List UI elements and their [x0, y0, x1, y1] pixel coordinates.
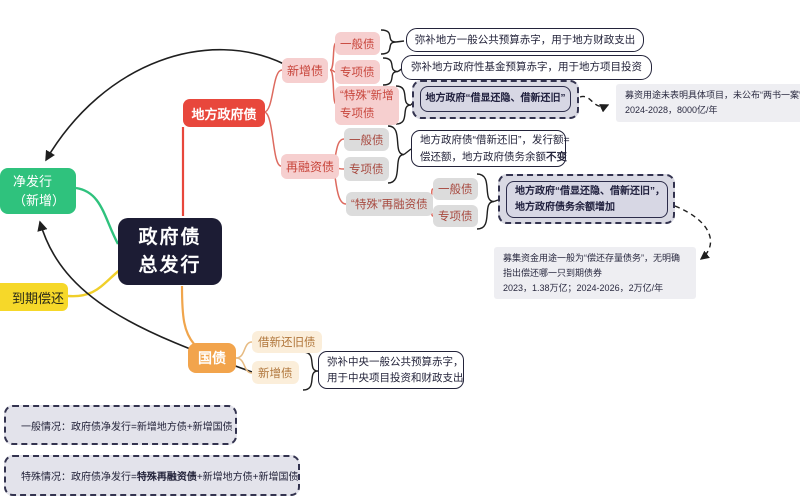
dashed-box-special-refi-label: 地方政府“借显还隐、借新还旧”， 地方政府债务余额增加	[506, 181, 668, 218]
dashed-arrow-d1-g1	[579, 95, 610, 113]
edge-local-newdebt	[263, 69, 283, 113]
infobox-special-refi-line3: 2023，1.38万亿；2024-2026，2万亿/年	[503, 282, 664, 293]
node-net-issuance-line2: （新增）	[13, 193, 66, 208]
edge-net-center	[75, 186, 120, 245]
infobox-special-refi-line1: 募集资金用途一般为“偿还存量债务”，无明确	[503, 253, 680, 263]
node-net-issuance-line1: 净发行	[13, 173, 53, 189]
annotation-rollover-line1: 地方政府债“借新还旧”，发行额=	[420, 134, 570, 147]
node-local-gov-debt: 地方政府债	[183, 99, 265, 127]
node-general-bond-srefi: 一般债	[433, 178, 478, 200]
annotation-local-special: 弥补地方政府性基金预算赤字，用于地方项目投资	[401, 55, 652, 80]
node-general-bond-new: 一般债	[335, 32, 380, 55]
node-treasury-bond: 国债	[188, 343, 236, 373]
dashed-special-refi-line2-bold: 增加	[595, 201, 615, 213]
annotation-rollover-effect: 地方政府债“借新还旧”，发行额= 偿还额，地方政府债务余额不变	[411, 130, 570, 167]
node-special-new-line1: “特殊”新增	[340, 90, 394, 103]
node-maturity-repayment: 到期偿还	[0, 283, 68, 311]
infobox-special-refi-funding: 募集资金用途一般为“偿还存量债务”，无明确 指出偿还哪一只到期债券 2023，1…	[494, 247, 696, 299]
brace-specialrefi-pair	[476, 173, 499, 230]
annotation-central-line1: 弥补中央一般公共预算赤字，	[327, 355, 464, 368]
node-net-issuance: 净发行 （新增）	[0, 168, 76, 214]
annotation-rollover-line2-text: 偿还额，地方政府债务余额	[420, 150, 546, 163]
node-general-bond-refi: 一般债	[344, 128, 389, 151]
note-general-case: 一般情况：政府债净发行=新增地方债+新增国债	[4, 405, 237, 445]
node-special-bond-new: 专项债	[335, 60, 380, 84]
note-special-case: 特殊情况：政府债净发行=特殊再融资债+新增地方债+新增国债	[4, 455, 300, 496]
node-new-debt: 新增债	[282, 58, 329, 83]
dashed-special-refi-line1: 地方政府“借显还隐、借新还旧”，	[515, 185, 665, 197]
node-special-bond-srefi: 专项债	[433, 205, 478, 227]
edge-treasury-newnational	[235, 357, 253, 374]
edge-treasury-rollover	[235, 341, 253, 359]
node-total-issuance-line2: 总发行	[138, 254, 202, 276]
note-special-case-bold: 特殊再融资债	[136, 472, 197, 483]
note-special-case-post: +新增地方债+新增国债	[196, 472, 299, 483]
node-special-new-line2: 专项债	[340, 107, 375, 120]
edge-center-treasury	[180, 285, 195, 345]
dashed-box-special-new-label: 地方政府“借显还隐、借新还旧”	[420, 86, 571, 112]
edge-local-refinancing	[263, 111, 282, 167]
node-special-refinancing-bond: “特殊”再融资债	[346, 192, 433, 216]
annotation-central-budget: 弥补中央一般公共预算赤字， 用于中央项目投资和财政支出	[318, 351, 464, 389]
node-new-national-bond: 新增债	[252, 361, 299, 384]
brace-general-new	[380, 29, 405, 55]
infobox-special-refi-line2: 指出偿还哪一只到期债券	[503, 267, 603, 278]
note-special-case-pre: 特殊情况：政府债净发行=	[21, 472, 137, 483]
infobox-special-new-line1: 募资用途未表明具体项目，未公布“两书一案”	[625, 90, 800, 100]
infobox-special-new-line2: 2024-2028，8000亿/年	[625, 104, 718, 115]
dashed-special-refi-line2-text: 地方政府债务余额	[515, 201, 595, 213]
edge-maturity-center	[67, 268, 122, 298]
dashed-special-refi-line2: 地方政府债务余额增加	[515, 200, 615, 216]
annotation-local-general: 弥补地方一般公共预算赤字，用于地方财政支出	[406, 28, 644, 52]
brace-newnational	[302, 351, 319, 391]
annotation-central-line2: 用于中央项目投资和财政支出	[327, 372, 464, 384]
brace-refi-pair	[387, 125, 412, 184]
node-rollover-bond: 借新还旧债	[252, 331, 322, 353]
node-refinancing-debt: 再融资债	[281, 154, 340, 179]
infobox-special-new-funding: 募资用途未表明具体项目，未公布“两书一案” 2024-2028，8000亿/年	[616, 84, 800, 122]
annotation-rollover-line2: 偿还额，地方政府债务余额不变	[420, 149, 567, 165]
annotation-rollover-line2-bold: 不变	[546, 150, 567, 163]
brace-special-new	[382, 57, 404, 86]
node-total-issuance-line1: 政府债	[138, 226, 202, 248]
node-total-issuance: 政府债 总发行	[118, 218, 222, 285]
node-special-new-special-bond: “特殊”新增 专项债	[335, 86, 399, 125]
node-special-bond-refi: 专项债	[344, 157, 389, 181]
